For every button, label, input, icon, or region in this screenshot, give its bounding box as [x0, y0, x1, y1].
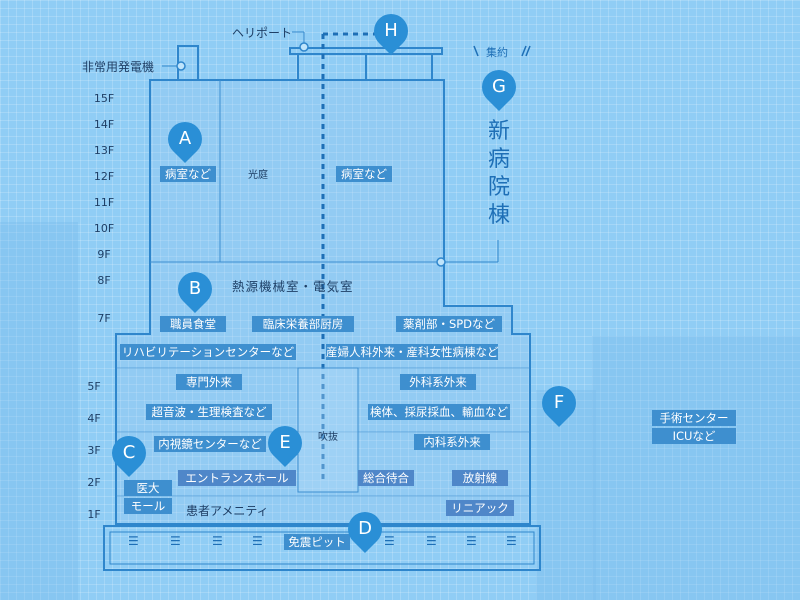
- pin-f-marker-icon[interactable]: F: [534, 378, 584, 428]
- floor-7f: 7F: [97, 312, 111, 325]
- pin-d-marker-icon[interactable]: D: [340, 504, 390, 554]
- tag-specimen: 検体、採尿採血、輸血など: [368, 404, 510, 420]
- pin-h-letter: H: [384, 20, 398, 41]
- bg-building-middle: [536, 390, 596, 600]
- floor-3f: 3F: [87, 444, 101, 457]
- floor-12f: 12F: [93, 170, 115, 183]
- pin-g-letter: G: [492, 76, 506, 97]
- atrium-label: 吹抜: [318, 432, 338, 443]
- tag-seismic-pit: 免震ピット: [284, 534, 350, 550]
- pin-e-marker-icon[interactable]: E: [260, 418, 310, 468]
- floor-10f: 10F: [93, 222, 115, 235]
- tag-radiology: 放射線: [452, 470, 508, 486]
- tag-ward-left: 病室など: [160, 166, 216, 182]
- pin-a-marker-icon[interactable]: A: [160, 114, 210, 164]
- courtyard-label: 光庭: [248, 170, 268, 181]
- vent-icon: ☰: [128, 534, 139, 548]
- vent-icon: ☰: [506, 534, 517, 548]
- tag-icu: ICUなど: [652, 428, 736, 444]
- generator-label: 非常用発電機: [82, 60, 155, 74]
- vent-icon: ☰: [212, 534, 223, 548]
- new-building-title: 新 病 院 棟: [484, 118, 514, 230]
- patient-amenity-label: 患者アメニティ: [186, 504, 269, 518]
- vent-icon: ☰: [466, 534, 477, 548]
- tag-obgyn: 産婦人科外来・産科女性病棟など: [326, 344, 499, 360]
- floor-8f: 8F: [97, 274, 111, 287]
- pin-b-letter: B: [188, 278, 202, 299]
- vent-icon: ☰: [170, 534, 181, 548]
- tag-waiting: 総合待合: [358, 470, 414, 486]
- pin-f-letter: F: [553, 392, 565, 413]
- floor-13f: 13F: [93, 144, 115, 157]
- pin-c-marker-icon[interactable]: C: [104, 428, 154, 478]
- vent-icon: ☰: [384, 534, 395, 548]
- pin-c-letter: C: [122, 442, 136, 463]
- title-char-4: 棟: [487, 203, 510, 228]
- tag-univ-mall-2: モール: [124, 498, 172, 514]
- floor-5f: 5F: [87, 380, 101, 393]
- vent-icon: ☰: [426, 534, 437, 548]
- bg-building-right: [592, 336, 800, 600]
- vent-icon: ☰: [252, 534, 263, 548]
- tag-univ-mall-1: 医大: [124, 480, 172, 496]
- tag-linac: リニアック: [446, 500, 514, 516]
- pin-g-marker-icon[interactable]: G: [474, 62, 524, 112]
- tag-entrance: エントランスホール: [178, 470, 296, 486]
- floor-9f: 9F: [97, 248, 111, 261]
- tag-internal-medicine: 内科系外来: [414, 434, 490, 450]
- tag-specialty: 専門外来: [176, 374, 242, 390]
- floor-14f: 14F: [93, 118, 115, 131]
- bg-building-left: [0, 222, 78, 600]
- pin-a-letter: A: [178, 128, 192, 149]
- title-char-2: 病: [487, 147, 510, 172]
- floor-15f: 15F: [93, 92, 115, 105]
- tag-pharmacy: 薬剤部・SPDなど: [396, 316, 502, 332]
- title-char-3: 院: [487, 175, 510, 200]
- tag-clinical-nutrition: 臨床栄養部厨房: [252, 316, 354, 332]
- tag-rehab: リハビリテーションセンターなど: [120, 344, 296, 360]
- floor-2f: 2F: [87, 476, 101, 489]
- pin-d-letter: D: [358, 518, 372, 539]
- floor-11f: 11F: [93, 196, 115, 209]
- tag-surgery-outpatient: 外科系外来: [400, 374, 476, 390]
- tag-surgery-center: 手術センター: [652, 410, 736, 426]
- summary-label: 集約: [486, 46, 508, 59]
- tag-ward-right: 病室など: [336, 166, 392, 182]
- heliport-label: ヘリポート: [232, 26, 293, 40]
- tag-endoscopy: 内視鏡センターなど: [154, 436, 266, 452]
- pin-h-marker-icon[interactable]: H: [366, 6, 416, 56]
- pin-b-marker-icon[interactable]: B: [170, 264, 220, 314]
- title-char-1: 新: [487, 119, 510, 144]
- heat-room-label: 熱源機械室・電気室: [232, 279, 354, 294]
- tag-ultrasound: 超音波・生理検査など: [146, 404, 272, 420]
- pin-e-letter: E: [279, 432, 291, 453]
- tag-staff-cafeteria: 職員食堂: [160, 316, 226, 332]
- floor-4f: 4F: [87, 412, 101, 425]
- floor-1f: 1F: [87, 508, 101, 521]
